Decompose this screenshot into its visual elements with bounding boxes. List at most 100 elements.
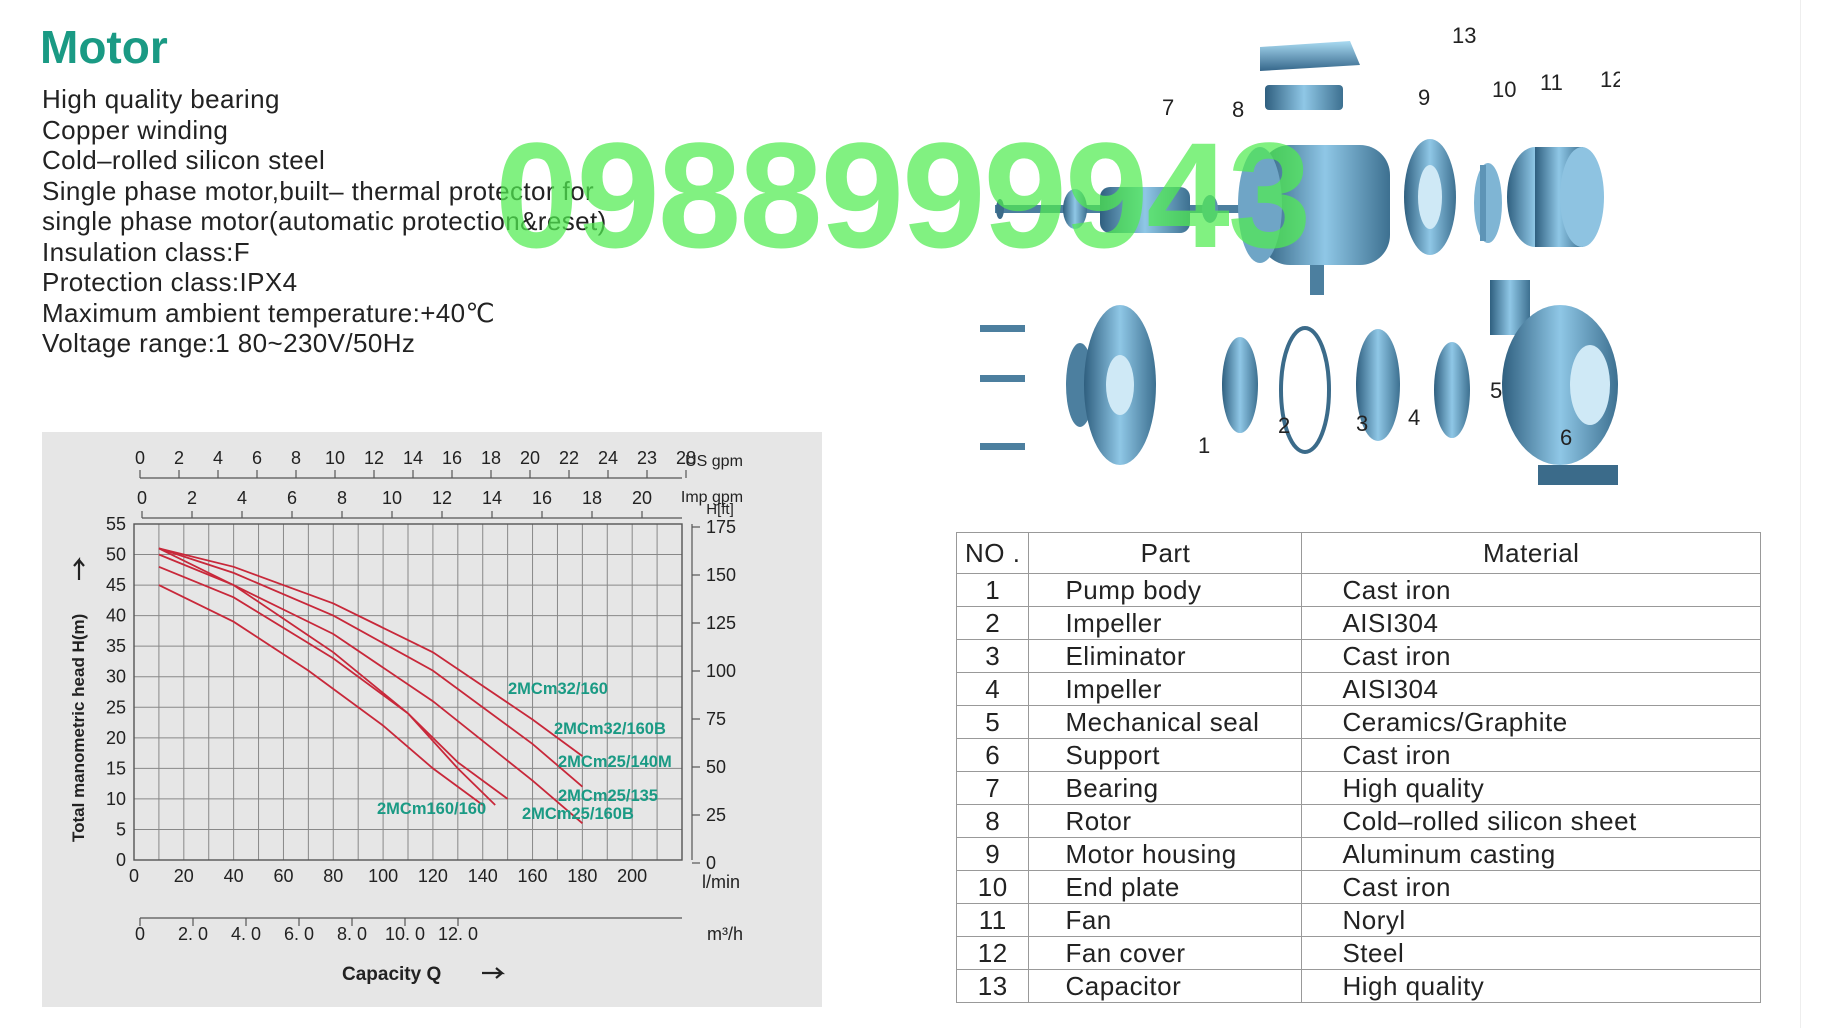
x-tick-label: 140 [468, 866, 498, 886]
part-number-label: 8 [1232, 97, 1244, 122]
us-gpm-tick-label: 12 [364, 448, 384, 468]
phone-watermark: 0988999943 [495, 111, 1311, 279]
row-number: 7 [955, 771, 1030, 805]
x-unit-label: l/min [702, 872, 740, 892]
capacitor-part [1260, 41, 1360, 110]
feature-item: Single phase motor,built– thermal protec… [42, 175, 595, 206]
seal-ring-part [1279, 326, 1331, 454]
us-gpm-tick-label: 22 [559, 448, 579, 468]
header-material: Material [1301, 532, 1761, 574]
x-tick-label: 200 [617, 866, 647, 886]
y-tick-label: 30 [106, 667, 126, 687]
x-tick-label: 160 [518, 866, 548, 886]
x-tick-label: 180 [567, 866, 597, 886]
series-curve [158, 547, 583, 788]
material-name: Cast iron [1301, 639, 1761, 673]
imp-gpm-tick-label: 8 [337, 488, 347, 508]
part-name: Fan [1028, 903, 1303, 937]
us-gpm-tick-label: 24 [598, 448, 618, 468]
us-gpm-tick-label: 8 [291, 448, 301, 468]
motor-housing-part [1238, 145, 1390, 295]
material-name: Aluminum casting [1301, 837, 1761, 871]
m3h-unit-label: m³/h [707, 924, 743, 944]
y-tick-label: 40 [106, 606, 126, 626]
ft-tick-label: 0 [706, 853, 716, 873]
row-number: 13 [955, 969, 1030, 1003]
part-number-label: 7 [1162, 95, 1174, 120]
row-number: 11 [955, 903, 1030, 937]
row-number: 8 [955, 804, 1030, 838]
series-label: 2MCm25/135 [558, 787, 658, 805]
imp-gpm-tick-label: 18 [582, 488, 602, 508]
m3h-tick-label: 4. 0 [231, 924, 261, 944]
header-part: Part [1028, 532, 1303, 574]
series-label: 2MCm160/160 [377, 800, 486, 818]
us-gpm-tick-label: 4 [213, 448, 223, 468]
y-axis-arrow-icon [73, 556, 85, 580]
series-label: 2MCm32/160 [508, 680, 608, 698]
material-name: Ceramics/Graphite [1301, 705, 1761, 739]
part-number-label: 1 [1198, 433, 1210, 458]
part-number-label: 9 [1418, 85, 1430, 110]
x-tick-label: 0 [129, 866, 139, 886]
end-plate-part [1404, 139, 1456, 255]
part-name: Motor housing [1028, 837, 1303, 871]
part-name: Pump body [1028, 573, 1303, 607]
part-number-label: 10 [1492, 77, 1516, 102]
x-tick-label: 20 [174, 866, 194, 886]
series-curve [158, 565, 509, 800]
part-name: Impeller [1028, 672, 1303, 706]
part-number-label: 5 [1490, 378, 1502, 403]
material-name: High quality [1301, 969, 1761, 1003]
impeller-part [1222, 337, 1258, 433]
ft-tick-label: 125 [706, 613, 736, 633]
series-label: 2MCm32/160B [554, 720, 666, 738]
m3h-tick-label: 2. 0 [178, 924, 208, 944]
part-name: Capacitor [1028, 969, 1303, 1003]
part-name: Support [1028, 738, 1303, 772]
rotor-shaft-part [995, 187, 1245, 233]
feature-item: Cold–rolled silicon steel [42, 145, 326, 175]
material-name: Cold–rolled silicon sheet [1301, 804, 1761, 838]
y-tick-label: 45 [106, 575, 126, 595]
row-number: 10 [955, 870, 1030, 904]
part-name: Fan cover [1028, 936, 1303, 970]
part-name: Eliminator [1028, 639, 1303, 673]
plot-frame [133, 523, 683, 861]
us-gpm-tick-label: 16 [442, 448, 462, 468]
material-name: Cast iron [1301, 738, 1761, 772]
series-curve [158, 584, 484, 806]
part-number-label: 4 [1408, 405, 1420, 430]
feature-item: Copper winding [42, 114, 229, 145]
material-name: AISI304 [1301, 606, 1761, 640]
ft-tick-label: 75 [706, 709, 726, 729]
y-tick-label: 55 [106, 514, 126, 534]
imp-gpm-tick-label: 14 [482, 488, 502, 508]
ft-tick-label: 50 [706, 757, 726, 777]
second-impeller-part [1434, 342, 1470, 438]
material-name: Steel [1301, 936, 1761, 970]
part-name: Impeller [1028, 606, 1303, 640]
ft-tick-label: 25 [706, 805, 726, 825]
x-tick-label: 80 [323, 866, 343, 886]
material-name: Noryl [1301, 903, 1761, 937]
part-number-label: 6 [1560, 425, 1572, 450]
m3h-tick-label: 6. 0 [284, 924, 314, 944]
imp-gpm-tick-label: 10 [382, 488, 402, 508]
y-tick-label: 25 [106, 697, 126, 717]
series-curve [158, 547, 583, 757]
ft-unit-label: H[ft] [706, 501, 734, 518]
feature-item: High quality bearing [42, 84, 280, 114]
